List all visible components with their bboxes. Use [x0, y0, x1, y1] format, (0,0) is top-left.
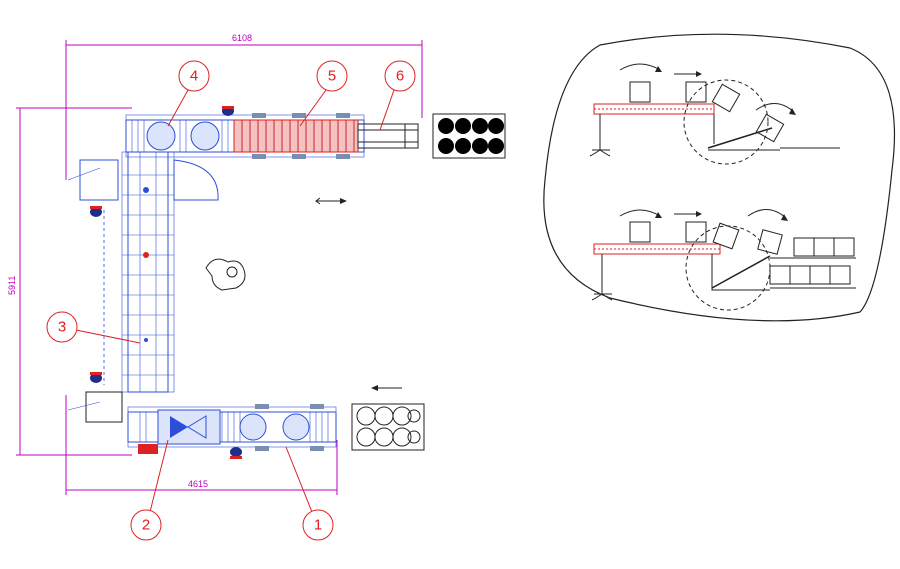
svg-text:2: 2	[142, 517, 150, 534]
arrow-left-icon	[371, 385, 402, 391]
dimension-bottom: 4615	[65, 395, 338, 495]
operator-top	[222, 106, 234, 116]
dimension-bottom-label: 4615	[188, 479, 208, 489]
callout-3: 3	[46, 311, 141, 344]
bottom-conveyor-supports	[255, 404, 324, 451]
callout-1: 1	[285, 446, 334, 541]
turntable-1	[146, 121, 176, 151]
operator-left-top	[90, 206, 102, 217]
exit-chute	[357, 123, 419, 149]
turntable-2	[190, 121, 220, 151]
operator-left-bottom	[90, 372, 102, 383]
svg-text:5: 5	[328, 68, 336, 85]
accumulation-section	[233, 119, 359, 153]
dimension-left-label: 5911	[7, 276, 17, 295]
dimension-top-label: 6108	[232, 33, 252, 43]
arrow-right-icon	[315, 197, 347, 205]
top-conveyor-supports	[252, 113, 350, 159]
bottom-conveyor	[127, 404, 337, 454]
svg-text:4: 4	[190, 68, 198, 85]
callout-6: 6	[379, 60, 416, 131]
pallet-full-icon	[432, 113, 506, 159]
svg-text:3: 3	[58, 319, 66, 336]
svg-text:1: 1	[314, 517, 322, 534]
turntable-4	[282, 413, 310, 441]
detail-scene-lower	[591, 209, 856, 311]
separator-unit	[157, 409, 221, 445]
callout-2: 2	[130, 439, 169, 541]
pallet-empty-icon	[351, 403, 425, 451]
vertical-conveyor	[67, 151, 219, 423]
turntable-3	[239, 413, 267, 441]
dimension-top: 6108	[65, 33, 423, 180]
detail-scene-upper	[589, 63, 840, 165]
callout-5: 5	[299, 60, 348, 127]
dimension-left: 5911	[7, 107, 132, 456]
svg-text:6: 6	[396, 68, 404, 85]
top-conveyor	[125, 106, 419, 159]
detail-bubble	[543, 33, 895, 322]
stacked-cases	[769, 237, 856, 289]
operator-icon	[205, 258, 246, 291]
callout-4: 4	[167, 60, 210, 127]
vertical-conveyor-rungs	[122, 174, 174, 376]
operator-bottom	[230, 447, 242, 459]
bottom-conveyor-rollers	[139, 412, 329, 442]
